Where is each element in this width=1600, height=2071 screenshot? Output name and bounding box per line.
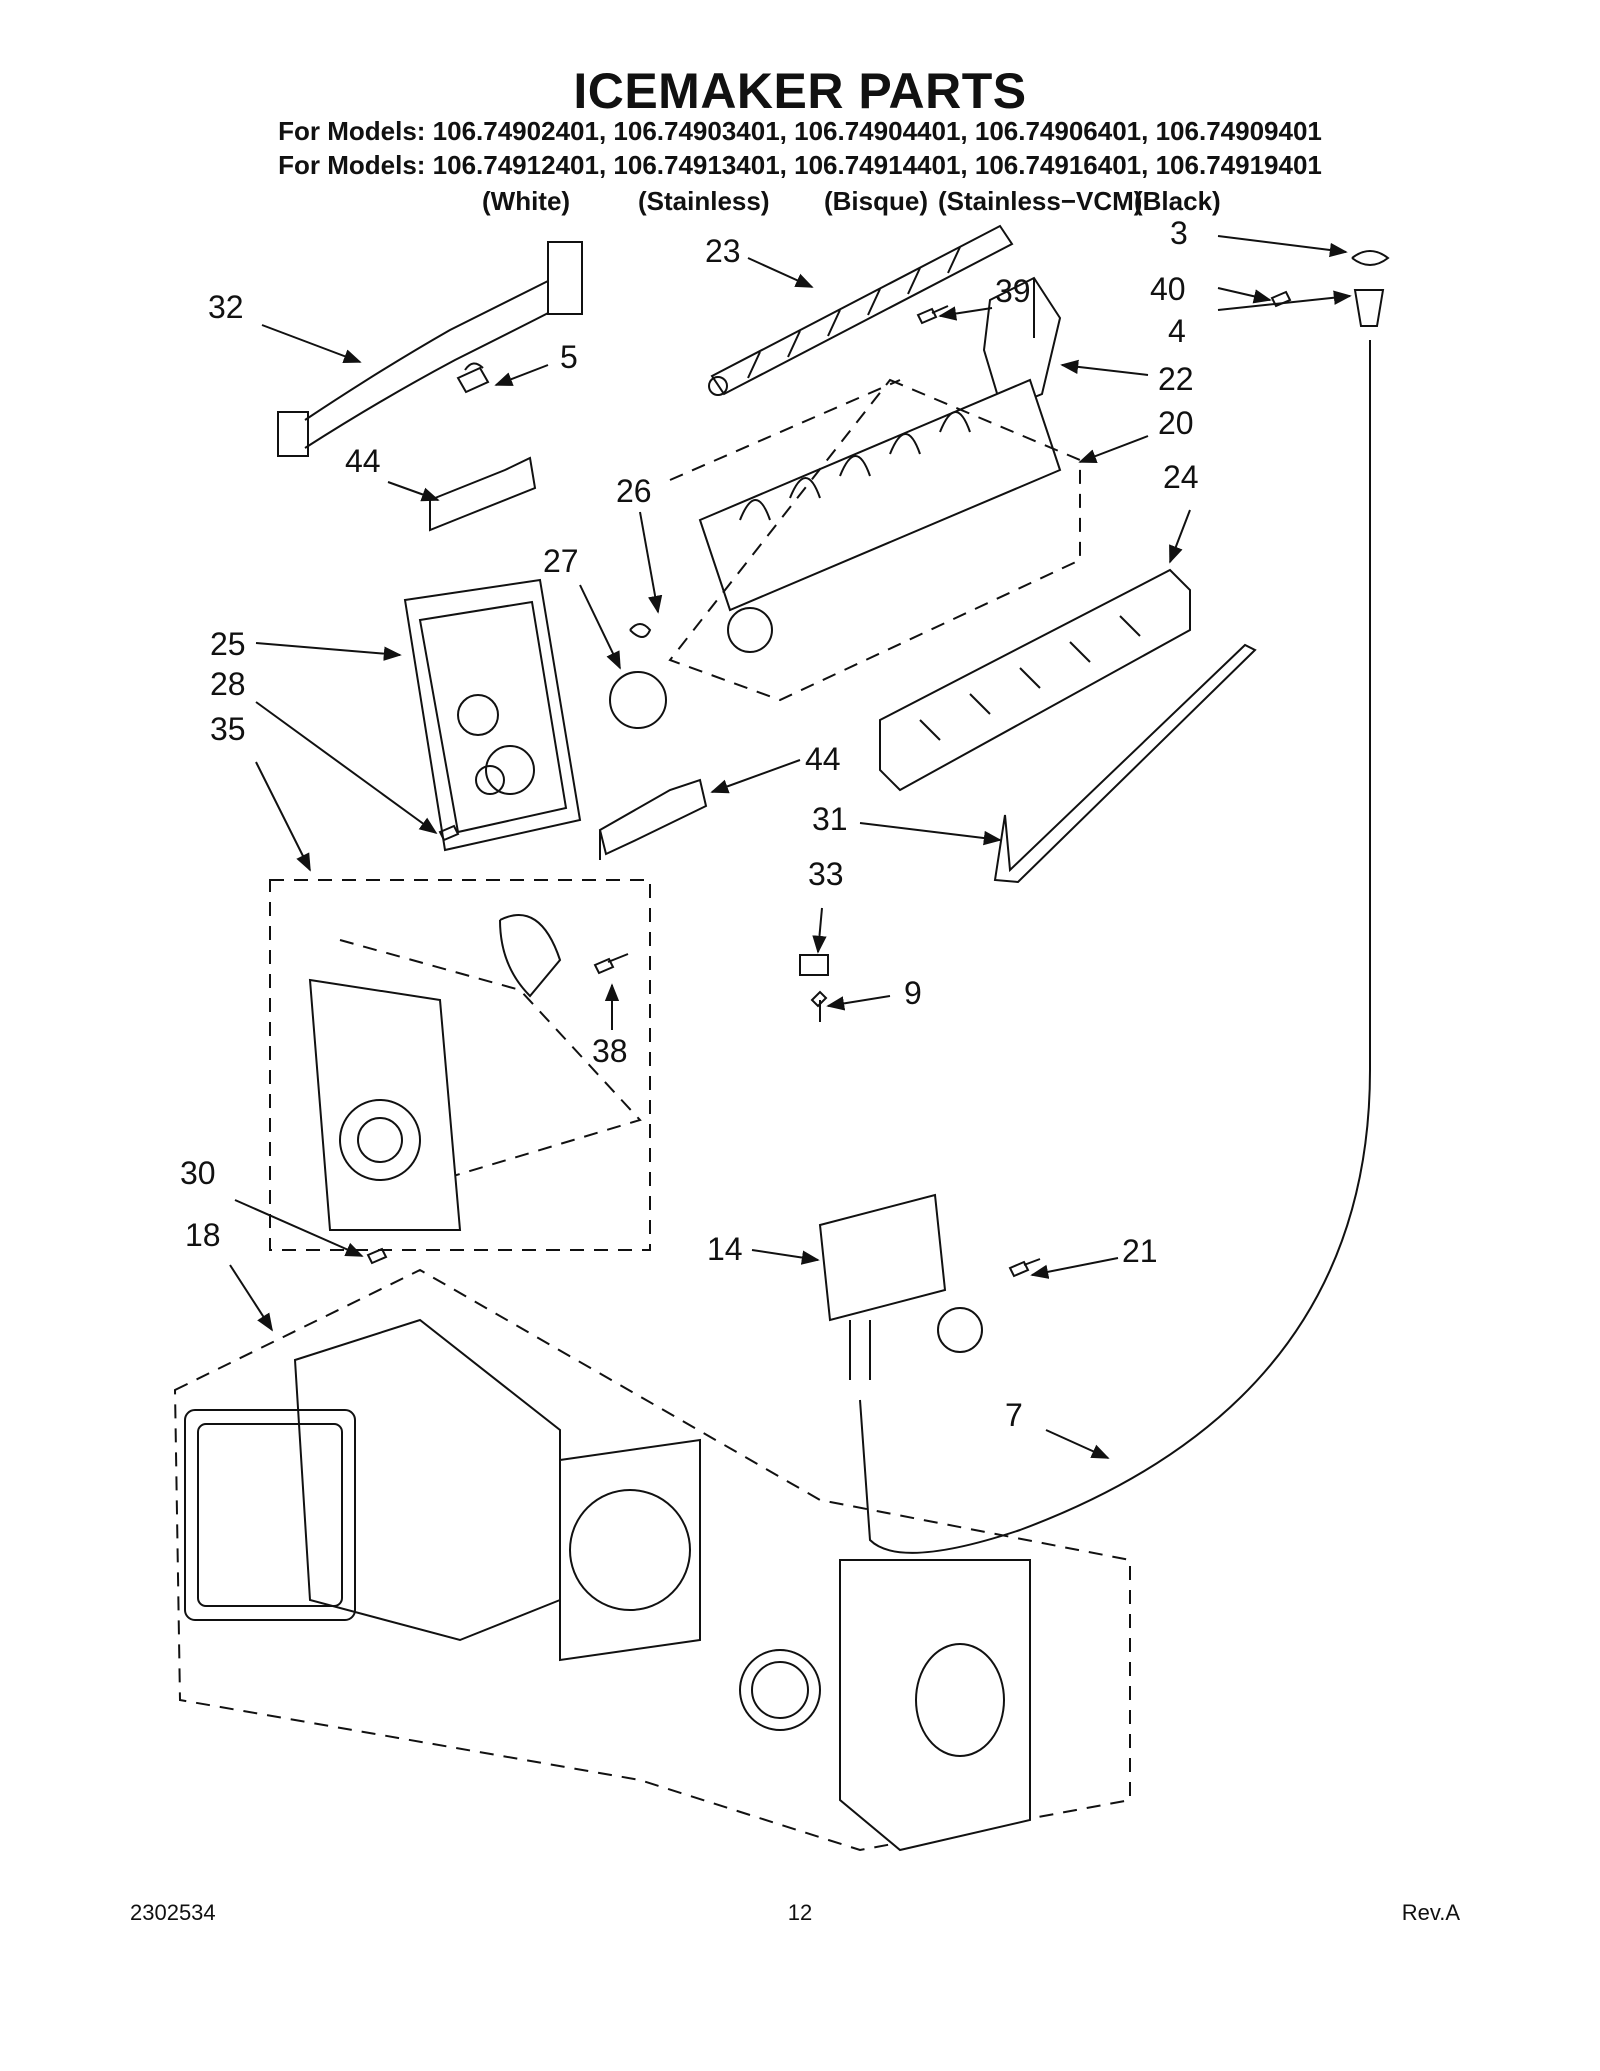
callout-20: 20 — [1158, 405, 1194, 441]
callout-32: 32 — [208, 289, 244, 325]
callout-33: 33 — [808, 856, 844, 892]
callout-22: 22 — [1158, 361, 1194, 397]
bracket-part-44-upper — [429, 456, 537, 532]
callout-35: 35 — [210, 711, 246, 747]
document-number: 2302534 — [130, 1900, 216, 1925]
callout-9: 9 — [904, 975, 922, 1011]
fitting-part-4 — [1353, 289, 1385, 327]
callout-44-lower: 44 — [805, 741, 841, 777]
motor-part-27 — [609, 671, 667, 729]
clip-part-5 — [456, 362, 490, 394]
callout-24: 24 — [1163, 459, 1199, 495]
callout-3: 3 — [1170, 215, 1188, 251]
wire-harness-part-32 — [277, 241, 583, 457]
callout-21: 21 — [1122, 1233, 1158, 1269]
models-line-1: For Models: 106.74902401, 106.74903401, … — [278, 116, 1322, 146]
models-line-2: For Models: 106.74912401, 106.74913401, … — [278, 150, 1322, 180]
screw-part-28 — [438, 824, 460, 842]
callout-18: 18 — [185, 1217, 221, 1253]
water-tube-part-7 — [859, 340, 1371, 1554]
callout-30: 30 — [180, 1155, 216, 1191]
callout-38: 38 — [592, 1033, 628, 1069]
page-title: ICEMAKER PARTS — [573, 63, 1027, 119]
callout-25: 25 — [210, 626, 246, 662]
fill-cup-part-22 — [982, 276, 1062, 412]
revision-label: Rev.A — [1401, 1900, 1460, 1925]
callout-40: 40 — [1150, 271, 1186, 307]
callout-14: 14 — [707, 1231, 743, 1267]
callout-labels: 32 5 44 26 27 25 28 35 23 39 22 20 24 3 … — [180, 215, 1199, 1433]
module-box-part-35 — [269, 879, 651, 1251]
finish-bisque: (Bisque) — [824, 186, 928, 216]
page-number: 12 — [787, 1900, 813, 1925]
stripper-part-24 — [879, 568, 1191, 792]
clamp-part-3 — [1351, 250, 1390, 266]
callout-28: 28 — [210, 666, 246, 702]
callout-39: 39 — [995, 273, 1031, 309]
screw-part-30 — [366, 1247, 388, 1265]
callout-44-upper: 44 — [345, 443, 381, 479]
finish-black: (Black) — [1134, 186, 1221, 216]
finish-white: (White) — [482, 186, 571, 216]
fill-tube-part-31 — [993, 643, 1257, 884]
water-valve-part-14 — [818, 1193, 983, 1380]
bracket-part-44-lower — [598, 778, 708, 860]
screw-part-9 — [810, 990, 828, 1022]
bracket-part-33 — [799, 954, 829, 976]
callout-26: 26 — [616, 473, 652, 509]
ejector-part-23 — [708, 224, 1014, 396]
callout-27: 27 — [543, 543, 579, 579]
callout-23: 23 — [705, 233, 741, 269]
screw-part-21 — [1008, 1258, 1041, 1278]
mold-part-20 — [698, 378, 1062, 653]
callout-7: 7 — [1005, 1397, 1023, 1433]
housing-part-25 — [403, 578, 582, 852]
callout-5: 5 — [560, 339, 578, 375]
callout-31: 31 — [812, 801, 848, 837]
screw-part-38 — [593, 953, 629, 975]
clip-part-26 — [629, 623, 652, 638]
callout-4: 4 — [1168, 313, 1186, 349]
finish-stainless: (Stainless) — [638, 186, 770, 216]
finish-stainless-vcm: (Stainless−VCM) — [938, 186, 1143, 216]
